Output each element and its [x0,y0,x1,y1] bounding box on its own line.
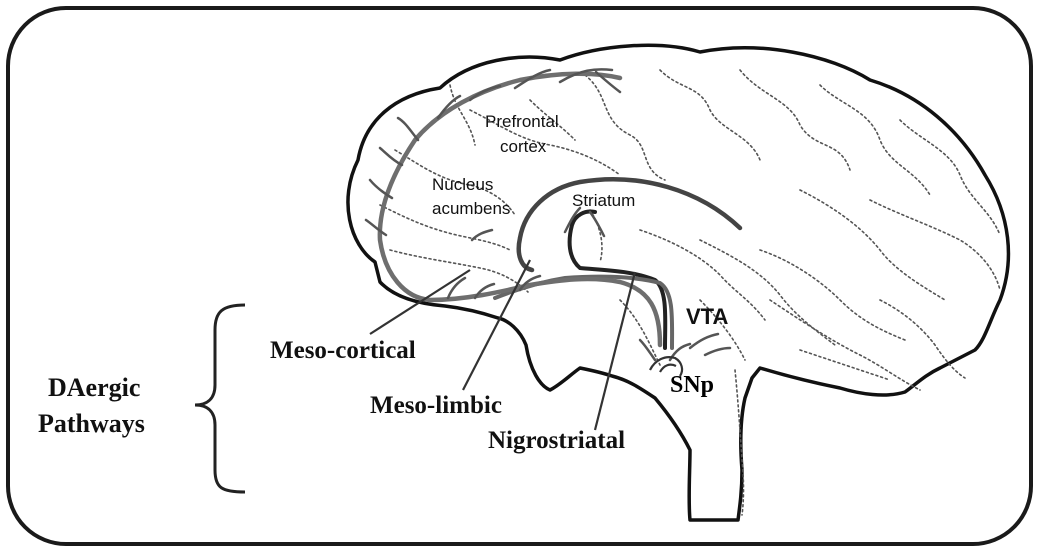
label-striatum: Striatum [572,191,635,210]
pathway-brace [195,305,245,492]
label-mesocortical: Meso-cortical [270,337,416,364]
label-vta: VTA [686,304,728,329]
label-prefrontal-line1: Prefrontal [485,112,559,131]
label-group-line1: DAergic [48,373,140,402]
label-mesolimbic: Meso-limbic [370,392,502,419]
label-nigrostriatal: Nigrostriatal [488,427,625,454]
label-snp: SNp [670,372,714,398]
label-nucleus-line1: Nucleus [432,175,493,194]
label-prefrontal-line2: cortex [500,137,547,156]
brain-outline [348,45,1008,520]
label-group-line2: Pathways [38,409,145,438]
label-nucleus-line2: acumbens [432,199,510,218]
